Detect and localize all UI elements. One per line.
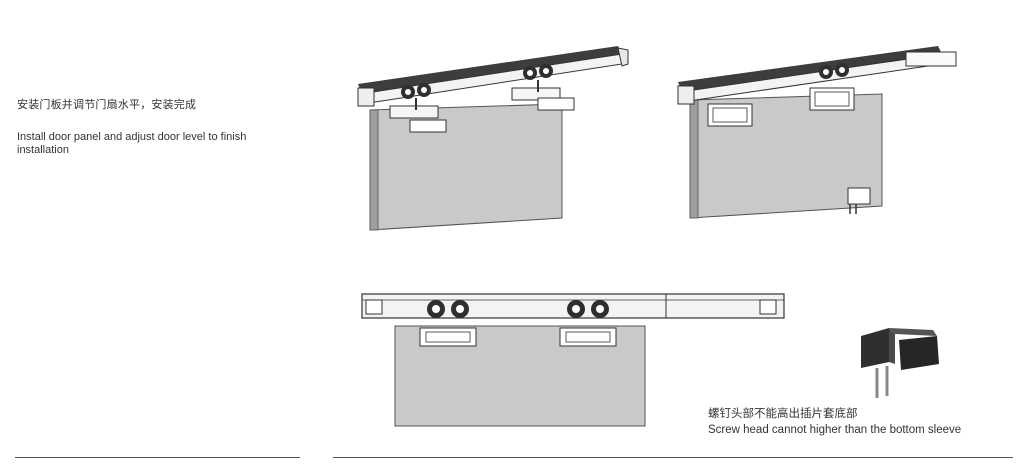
floor-guide-sleeve-detail (861, 328, 939, 398)
door-assembly-perspective-right (677, 46, 957, 219)
screw-head-note-cn: 螺钉头部不能高出插片套底部 (708, 408, 858, 420)
door-assembly-perspective-left (357, 46, 629, 231)
step-instruction-cn: 安装门板并调节门扇水平，安装完成 (17, 99, 197, 111)
divider-right (333, 457, 1013, 458)
step-instruction-en: Install door panel and adjust door level… (17, 131, 247, 156)
divider-left (15, 457, 300, 458)
door-assembly-front-view (361, 293, 785, 427)
screw-head-note-en: Screw head cannot higher than the bottom… (708, 424, 962, 436)
screw-head-note: 螺钉头部不能高出插片套底部 Screw head cannot higher t… (708, 406, 961, 438)
